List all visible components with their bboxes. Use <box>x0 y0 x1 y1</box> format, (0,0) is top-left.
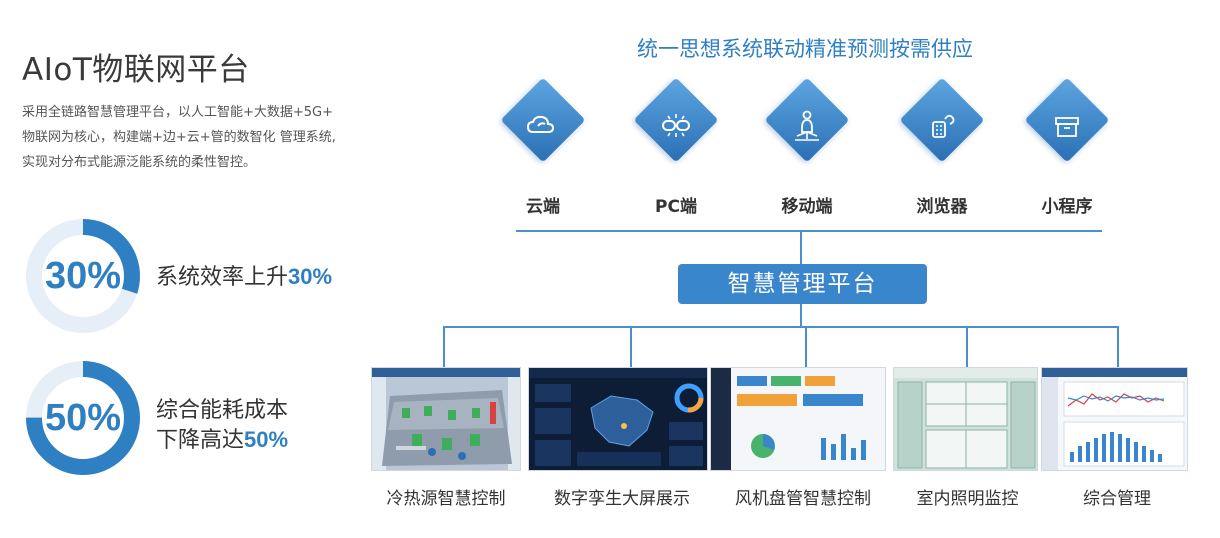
page-title: AIoT物联网平台 <box>22 52 250 88</box>
description-line: 采用全链路智慧管理平台，以人工智能+大数据+5G+ <box>22 105 334 120</box>
box-icon <box>1055 117 1079 137</box>
stat-text: 综合能耗成本 <box>156 398 289 423</box>
module-thumbnail-lighting <box>893 367 1038 471</box>
plant-3d-graphic <box>372 377 520 470</box>
cost-ring-graphic <box>26 361 140 475</box>
module-bus-line <box>443 326 1119 328</box>
endpoint-label: PC端 <box>655 197 697 217</box>
link-icon <box>662 114 690 137</box>
trend-charts-graphic <box>1042 377 1185 470</box>
dark-dashboard-graphic <box>529 368 707 466</box>
ring-progress <box>26 361 140 475</box>
efficiency-percent: 30% <box>44 254 122 297</box>
person-network-icon <box>795 110 819 141</box>
stat-highlight: 30% <box>288 264 333 289</box>
stat-text: 系统效率上升 <box>156 265 289 290</box>
module-thumbnail-fan-coil <box>710 367 886 471</box>
cost-percent: 50% <box>44 396 122 439</box>
floor-plan-graphic <box>894 368 1037 469</box>
cost-stat: 综合能耗成本 下降高达50% <box>156 396 288 455</box>
connector-line <box>630 326 632 367</box>
connector-line <box>800 231 802 265</box>
description: 采用全链路智慧管理平台，以人工智能+大数据+5G+ 物联网为核心，构建端+边+云… <box>22 100 402 175</box>
module-thumbnail-cold-heat <box>371 367 521 471</box>
connector-line <box>966 326 968 367</box>
connector-line <box>1117 326 1119 367</box>
thumbnail-title-bar <box>1042 368 1187 377</box>
stat-text: 下降高达 <box>156 428 245 453</box>
module-label: 室内照明监控 <box>916 489 1019 509</box>
cost-ring: 50% <box>25 360 141 476</box>
description-line: 物联网为核心，构建端+边+云+管的数智化 管理系统, <box>22 130 336 145</box>
cloud-hand-icon <box>526 115 555 133</box>
module-label: 数字孪生大屏展示 <box>554 489 690 509</box>
connector-line <box>443 326 445 367</box>
endpoint-label: 云端 <box>526 197 560 217</box>
ring-progress <box>26 219 140 333</box>
description-line: 实现对分布式能源泛能系统的柔性智控。 <box>22 155 257 170</box>
module-label: 风机盘管智慧控制 <box>735 489 871 509</box>
stat-text-line2: 下降高达50% <box>156 425 288 455</box>
endpoint-label: 浏览器 <box>916 197 968 217</box>
endpoint-label: 小程序 <box>1041 197 1093 217</box>
thumbnail-title-bar <box>372 368 520 377</box>
module-label: 冷热源智慧控制 <box>386 489 506 509</box>
connector-line <box>800 304 802 326</box>
endpoint-bus-line <box>516 230 1102 232</box>
phone-hand-icon <box>932 114 955 138</box>
efficiency-stat: 系统效率上升30% <box>156 262 332 292</box>
light-dashboard-graphic <box>711 368 866 470</box>
efficiency-ring: 30% <box>25 218 141 334</box>
efficiency-ring-graphic <box>26 219 140 333</box>
endpoint-label: 移动端 <box>781 197 833 217</box>
connector-line <box>805 326 807 367</box>
module-label: 综合管理 <box>1083 489 1151 509</box>
module-thumbnail-integrated <box>1041 367 1188 471</box>
diagram-heading: 统一思想系统联动精准预测按需供应 <box>637 37 973 61</box>
stat-highlight: 50% <box>244 427 289 452</box>
platform-box: 智慧管理平台 <box>678 264 927 304</box>
module-thumbnail-digital-twin <box>528 367 708 471</box>
